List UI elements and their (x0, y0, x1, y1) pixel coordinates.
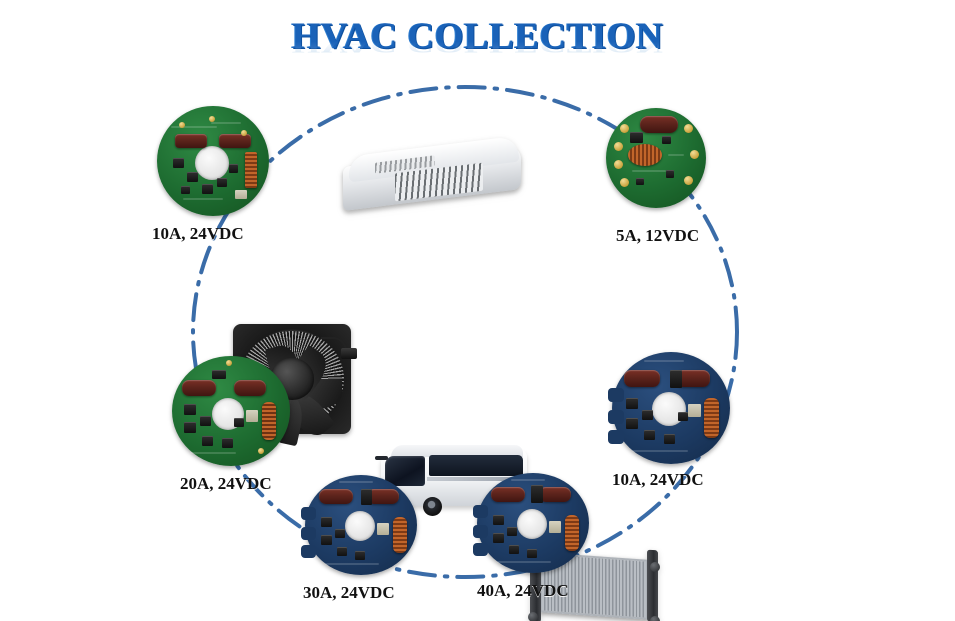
board-label-5a-12vdc: 5A, 12VDC (616, 226, 700, 245)
inductor-coil (704, 398, 719, 438)
pcb-center-hub (517, 509, 547, 539)
capacitor-right (539, 487, 571, 502)
capacitor-main (640, 116, 678, 133)
pcb-center-hub (195, 146, 229, 180)
pcb-center-hub (345, 511, 375, 541)
pcb-blue-disc-30a (301, 475, 417, 575)
solder-pad-1 (620, 124, 629, 133)
board-label-40a-24vdc: 40A, 24VDC (477, 581, 569, 600)
radiator-nozzle-bottom-left (528, 612, 538, 621)
capacitor-right (367, 489, 399, 504)
pcb-green-disc-small (606, 108, 706, 208)
radiator-right-tank (647, 549, 658, 621)
pcb-blue-disc-40a (473, 473, 589, 573)
bus-windshield (385, 456, 425, 486)
bus-roof (391, 445, 523, 457)
inductor-coil (565, 515, 579, 551)
capacitor-left (175, 134, 207, 148)
board-40a-24vdc-bottom-right: 40A, 24VDC (473, 473, 589, 600)
solder-pad-u (684, 176, 693, 185)
page-title: HVAC COLLECTION (291, 16, 664, 57)
page-title-block: HVAC COLLECTION HVAC COLLECTION (0, 18, 955, 93)
board-5a-12vdc-top-right: 5A, 12VDC (606, 108, 706, 245)
pcb-green-disc-20a (172, 356, 290, 466)
capacitor-left (491, 487, 525, 502)
pcb-green-disc (157, 106, 269, 216)
fan-connector (341, 348, 357, 360)
board-10a-24vdc-right: 10A, 24VDC (608, 352, 730, 489)
board-10a-24vdc-top-left: 10A, 24VDC (152, 106, 269, 243)
solder-pad-w (684, 124, 693, 133)
page-title-reflection: HVAC COLLECTION (291, 34, 664, 58)
capacitor-right (676, 370, 710, 387)
board-label-20a-24vdc: 20A, 24VDC (180, 474, 272, 493)
solder-pad-2 (614, 142, 623, 151)
connector-coil (245, 152, 257, 188)
board-30a-24vdc-bottom-left: 30A, 24VDC (301, 475, 417, 602)
solder-pad-4 (620, 178, 629, 187)
pcb-blue-disc-10a (608, 352, 730, 464)
inductor-coil (262, 402, 276, 440)
toroid-coil (628, 144, 662, 166)
inductor-coil (393, 517, 407, 553)
solder-pad-3 (614, 160, 623, 169)
rooftop-ac-unit-image (335, 135, 531, 216)
board-20a-24vdc-left: 20A, 24VDC (172, 356, 290, 493)
capacitor-left (624, 370, 660, 387)
bus-side-windows (429, 455, 523, 476)
radiator-nozzle-bottom-right (650, 616, 660, 621)
capacitor-right (234, 380, 266, 396)
solder-pad-v (690, 150, 699, 159)
bus-mirror (375, 456, 388, 460)
board-label-10a-24vdc-right: 10A, 24VDC (612, 470, 704, 489)
bus-body-stripe (427, 477, 525, 481)
bus-front-wheel (423, 497, 442, 516)
capacitor-left (319, 489, 353, 504)
capacitor-left (182, 380, 216, 396)
board-label-10a-24vdc-top-left: 10A, 24VDC (152, 224, 244, 243)
radiator-nozzle-top-right (650, 562, 660, 572)
capacitor-right (219, 134, 251, 148)
board-label-30a-24vdc: 30A, 24VDC (303, 583, 395, 602)
